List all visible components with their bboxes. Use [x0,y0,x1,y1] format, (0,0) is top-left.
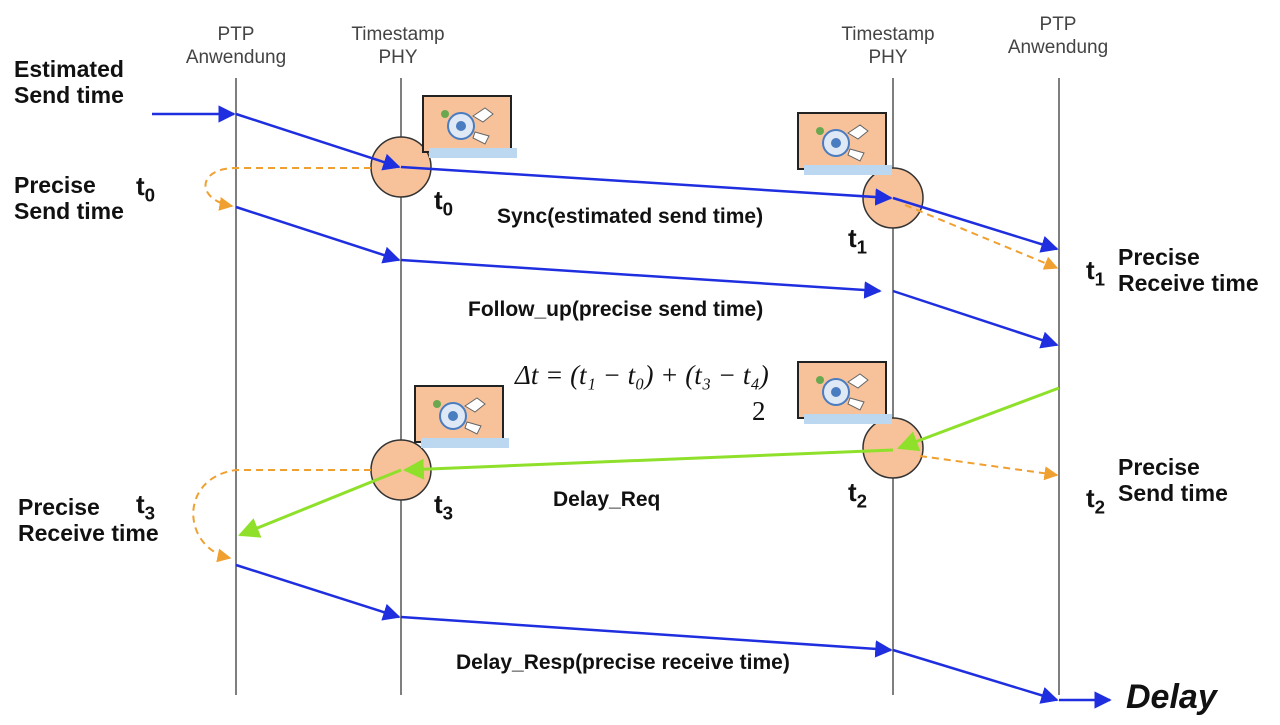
dashed-arrow-precise-receive-right [904,204,1059,270]
arrow-follow-up [400,258,882,299]
formula-numerator: Δt = (t₁ − t₀) + (t₃ − t₄) [515,360,769,390]
message-label-follow-up: Follow_up(precise send time) [468,298,764,321]
arrow-delay-req-out [897,386,1060,452]
arrow-delay-req-in [238,468,402,538]
timestamp-label-t2-phy: t2 [848,477,868,512]
arrow-sync-out [235,112,401,171]
arrow-delay-req [402,448,894,480]
timestamp-label-t3-phy: t3 [434,489,454,524]
timestamp-label-t1-right: t1 [1086,255,1106,290]
arrow-follow-up-in [892,289,1059,349]
timestamp-label-t0-left: t0 [136,171,156,206]
clock-chip-icon [797,361,893,425]
lane-header-ptp-right: PTP Anwendung [1007,14,1109,58]
clock-chip-icon [422,95,518,159]
lane-header-phy-left: Timestamp PHY [351,24,445,68]
timestamp-label-t0-phy: t0 [434,185,454,220]
label-precise-send-time-left: Precise Send time [14,172,124,225]
label-precise-send-time-right: Precise Send time [1118,454,1228,507]
delay-result-label: Delay [1126,678,1217,716]
clock-chip-icon [797,112,893,176]
clock-chip-icon [414,385,510,449]
label-precise-receive-time-right: Precise Receive time [1118,244,1259,297]
arrow-delay-resp-in [892,648,1059,704]
arrow-delay-resp-out [235,563,401,621]
arrow-sync-in [892,196,1059,253]
delay-formula: Δt = (t₁ − t₀) + (t₃ − t₄) 2 [515,360,769,426]
timestamp-circle-t2 [862,417,924,479]
dashed-arrow-precise-receive-left [192,469,371,563]
dashed-arrow-precise-send-right [919,455,1059,481]
timestamp-label-t3-left: t3 [136,489,156,524]
arrow-sync [400,165,893,206]
label-precise-receive-time-left: Precise Receive time [18,494,159,547]
message-label-delay-resp: Delay_Resp(precise receive time) [456,651,790,674]
label-estimated-send-time: Estimated Send time [14,56,124,109]
lane-header-phy-right: Timestamp PHY [841,24,935,68]
timestamp-label-t1-phy: t1 [848,223,868,258]
message-label-sync: Sync(estimated send time) [497,205,764,228]
lane-header-ptp-left: PTP Anwendung [185,24,287,68]
timestamp-label-t2-right: t2 [1086,483,1106,518]
dashed-arrow-precise-send-left [204,167,371,211]
message-label-delay-req: Delay_Req [553,488,661,511]
arrow-delay-resp [400,615,893,658]
arrow-follow-up-out [235,205,401,264]
formula-denominator: 2 [752,396,766,426]
